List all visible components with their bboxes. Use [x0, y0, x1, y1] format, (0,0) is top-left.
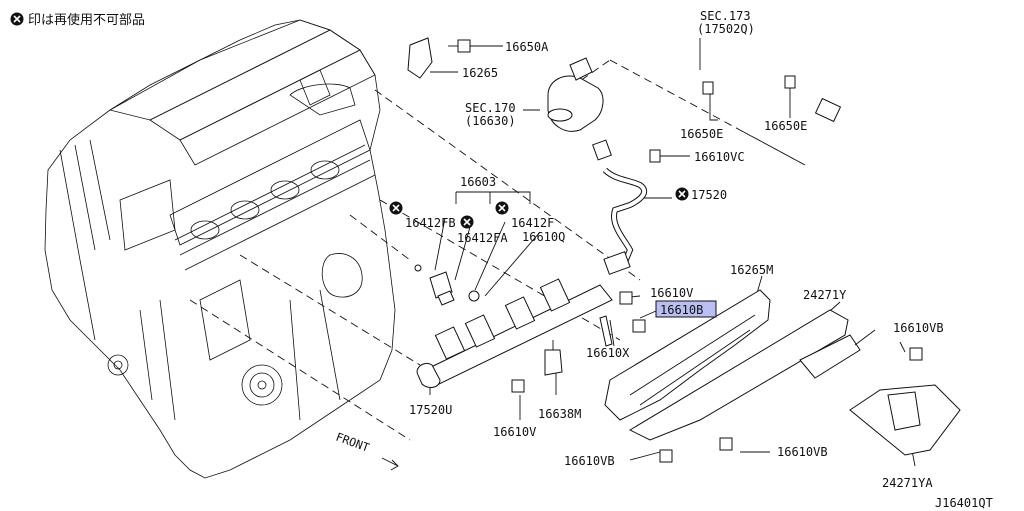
- engine-block: [44, 19, 396, 479]
- label-sec173[interactable]: SEC.173: [700, 9, 751, 23]
- label-16603[interactable]: 16603: [460, 175, 496, 189]
- circle-x-icon: [675, 187, 689, 201]
- label-16265[interactable]: 16265: [462, 66, 498, 80]
- label-17520U[interactable]: 17520U: [409, 403, 452, 417]
- label-16265M[interactable]: 16265M: [730, 263, 773, 277]
- bolt-icon: [619, 291, 633, 305]
- label-16650E-2[interactable]: 16650E: [764, 119, 807, 133]
- circle-x-icon: [389, 201, 403, 215]
- fuel-rail-assembly: [414, 264, 613, 388]
- diagram-code: J16401QT: [935, 496, 993, 510]
- label-24271Y[interactable]: 24271Y: [803, 288, 847, 302]
- label-16650E-1[interactable]: 16650E: [680, 127, 723, 141]
- label-16610V-2[interactable]: 16610V: [493, 425, 536, 439]
- front-direction-indicator: FRONT: [334, 430, 399, 471]
- legend: 印は再使用不可部品: [10, 12, 145, 28]
- part-labels: 16650A 16265 SEC.173 (17502Q) SEC.170 (1…: [405, 9, 944, 490]
- bolt-icon: [632, 319, 646, 333]
- label-16610VB-2[interactable]: 16610VB: [564, 454, 615, 468]
- label-16610VB-3[interactable]: 16610VB: [777, 445, 828, 459]
- fuel-feed-tube: [630, 14, 842, 123]
- bolt-icon: [909, 347, 923, 361]
- fuel-pump: [547, 57, 612, 161]
- circle-x-icon: [495, 201, 509, 215]
- label-sec170-ref: (16630): [465, 114, 516, 128]
- bracket-24271YA: [849, 384, 961, 456]
- bracket-24271Y: [628, 309, 876, 441]
- non-reusable-markers: [389, 187, 689, 229]
- label-16412FB[interactable]: 16412FB: [405, 216, 456, 230]
- label-16650A[interactable]: 16650A: [505, 40, 549, 54]
- assembly-dash-lines: [189, 59, 806, 441]
- high-pressure-tube: [602, 167, 648, 275]
- circle-x-icon: [10, 12, 24, 26]
- label-16638M[interactable]: 16638M: [538, 407, 581, 421]
- label-16610V-1[interactable]: 16610V: [650, 286, 693, 300]
- label-sec170[interactable]: SEC.170: [465, 101, 516, 115]
- label-sec173-ref: (17502Q): [697, 22, 755, 36]
- label-17520[interactable]: 17520: [691, 188, 727, 202]
- label-24271YA[interactable]: 24271YA: [882, 476, 933, 490]
- bolt-icon: [511, 379, 525, 393]
- label-16610VC[interactable]: 16610VC: [694, 150, 745, 164]
- label-16412F[interactable]: 16412F: [511, 216, 554, 230]
- legend-text: 印は再使用不可部品: [28, 12, 145, 28]
- bolt-icon: [649, 149, 661, 163]
- label-16610X[interactable]: 16610X: [586, 346, 630, 360]
- leader-lines: [429, 38, 916, 467]
- protector-16265M: [604, 289, 771, 421]
- bolt-icon: [719, 437, 733, 451]
- label-16610VB-1[interactable]: 16610VB: [893, 321, 944, 335]
- front-label: FRONT: [334, 430, 371, 455]
- bolt-icon: [659, 449, 673, 463]
- label-16412FA[interactable]: 16412FA: [457, 231, 508, 245]
- label-16610B[interactable]: 16610B: [660, 303, 703, 317]
- label-16610Q[interactable]: 16610Q: [522, 230, 565, 244]
- bolt-icon: [448, 39, 471, 53]
- highlight-box: [655, 300, 717, 318]
- circle-x-icon: [460, 215, 474, 229]
- bolts: [448, 39, 923, 463]
- bracket-16265: [407, 37, 433, 79]
